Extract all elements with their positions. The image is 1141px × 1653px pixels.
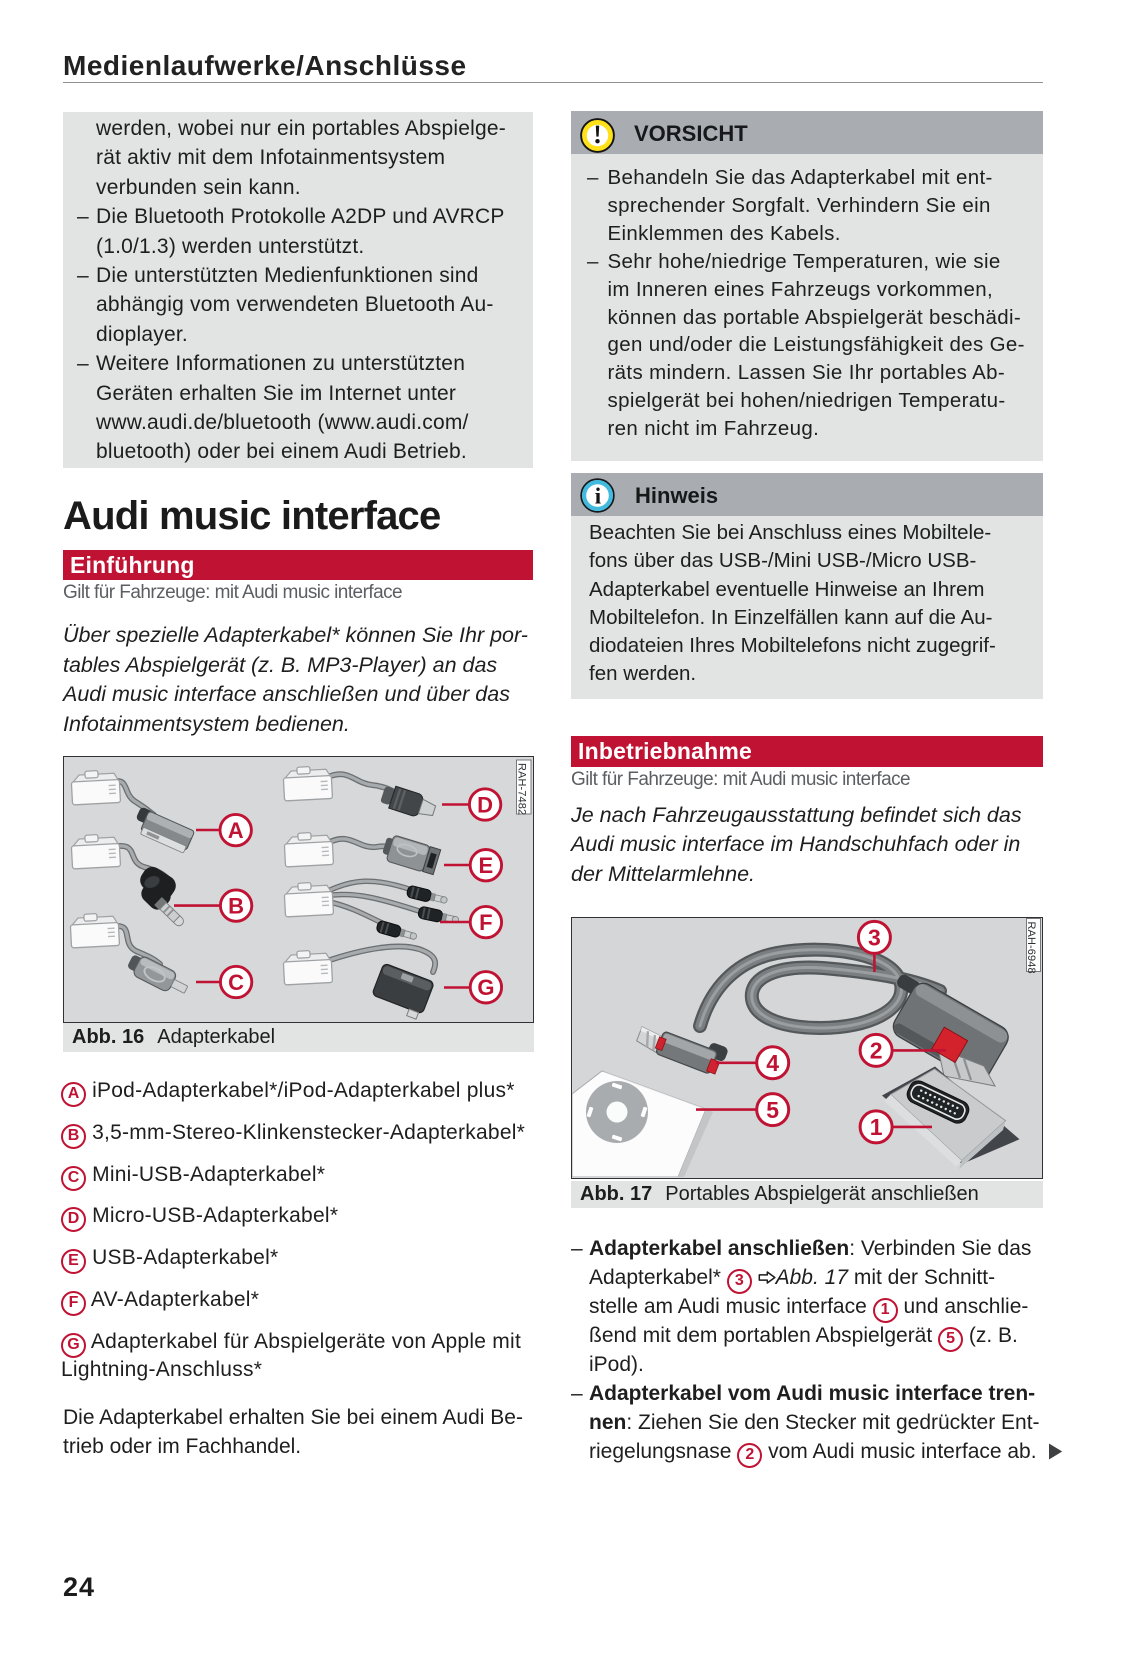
svg-text:3: 3 (868, 925, 881, 951)
svg-text:RAH-6948: RAH-6948 (1025, 922, 1037, 974)
svg-text:F: F (479, 910, 492, 935)
svg-text:5: 5 (766, 1097, 779, 1123)
svg-text:1: 1 (870, 1114, 883, 1140)
svg-text:A: A (228, 818, 244, 843)
svg-text:4: 4 (766, 1050, 779, 1076)
svg-text:C: C (228, 970, 244, 995)
svg-text:B: B (228, 894, 244, 919)
svg-text:G: G (477, 975, 494, 1000)
svg-text:D: D (477, 793, 493, 818)
svg-text:RAH-7482: RAH-7482 (516, 763, 528, 815)
svg-text:E: E (479, 853, 494, 878)
svg-text:2: 2 (870, 1038, 883, 1064)
svg-text:i: i (595, 484, 602, 509)
